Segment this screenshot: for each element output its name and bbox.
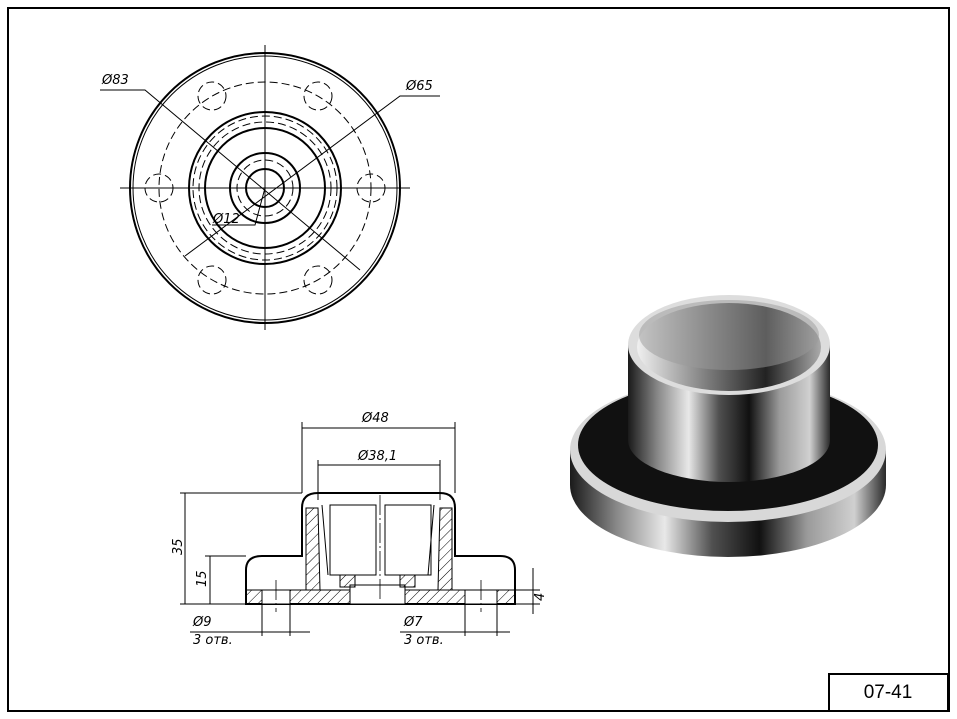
drawing-code: 07-41 (864, 682, 913, 703)
right-hole-count: 3 отв. (404, 633, 444, 648)
dim-flange-height: 15 (195, 570, 210, 587)
left-hole-count: 3 отв. (193, 633, 233, 648)
dim-right-hole-diameter: Ø7 (403, 615, 423, 630)
dim-total-height: 35 (171, 538, 186, 555)
title-block: 07-41 (828, 673, 949, 712)
top-view: Ø83 Ø65 Ø12 (100, 45, 440, 330)
drawing-frame (7, 7, 950, 712)
section-view: Ø48 Ø38,1 35 15 4 Ø9 3 отв. Ø7 3 отв. (171, 411, 548, 648)
dim-outer-diameter: Ø83 (101, 73, 129, 88)
dim-bolt-circle-diameter: Ø65 (405, 79, 433, 94)
dim-hub-outer-diameter: Ø48 (361, 411, 389, 426)
isometric-render (570, 295, 886, 557)
dim-center-hole-diameter: Ø12 (212, 212, 240, 227)
dim-base-thickness: 4 (533, 593, 548, 601)
dim-left-hole-diameter: Ø9 (192, 615, 212, 630)
dim-hub-inner-diameter: Ø38,1 (357, 449, 397, 464)
